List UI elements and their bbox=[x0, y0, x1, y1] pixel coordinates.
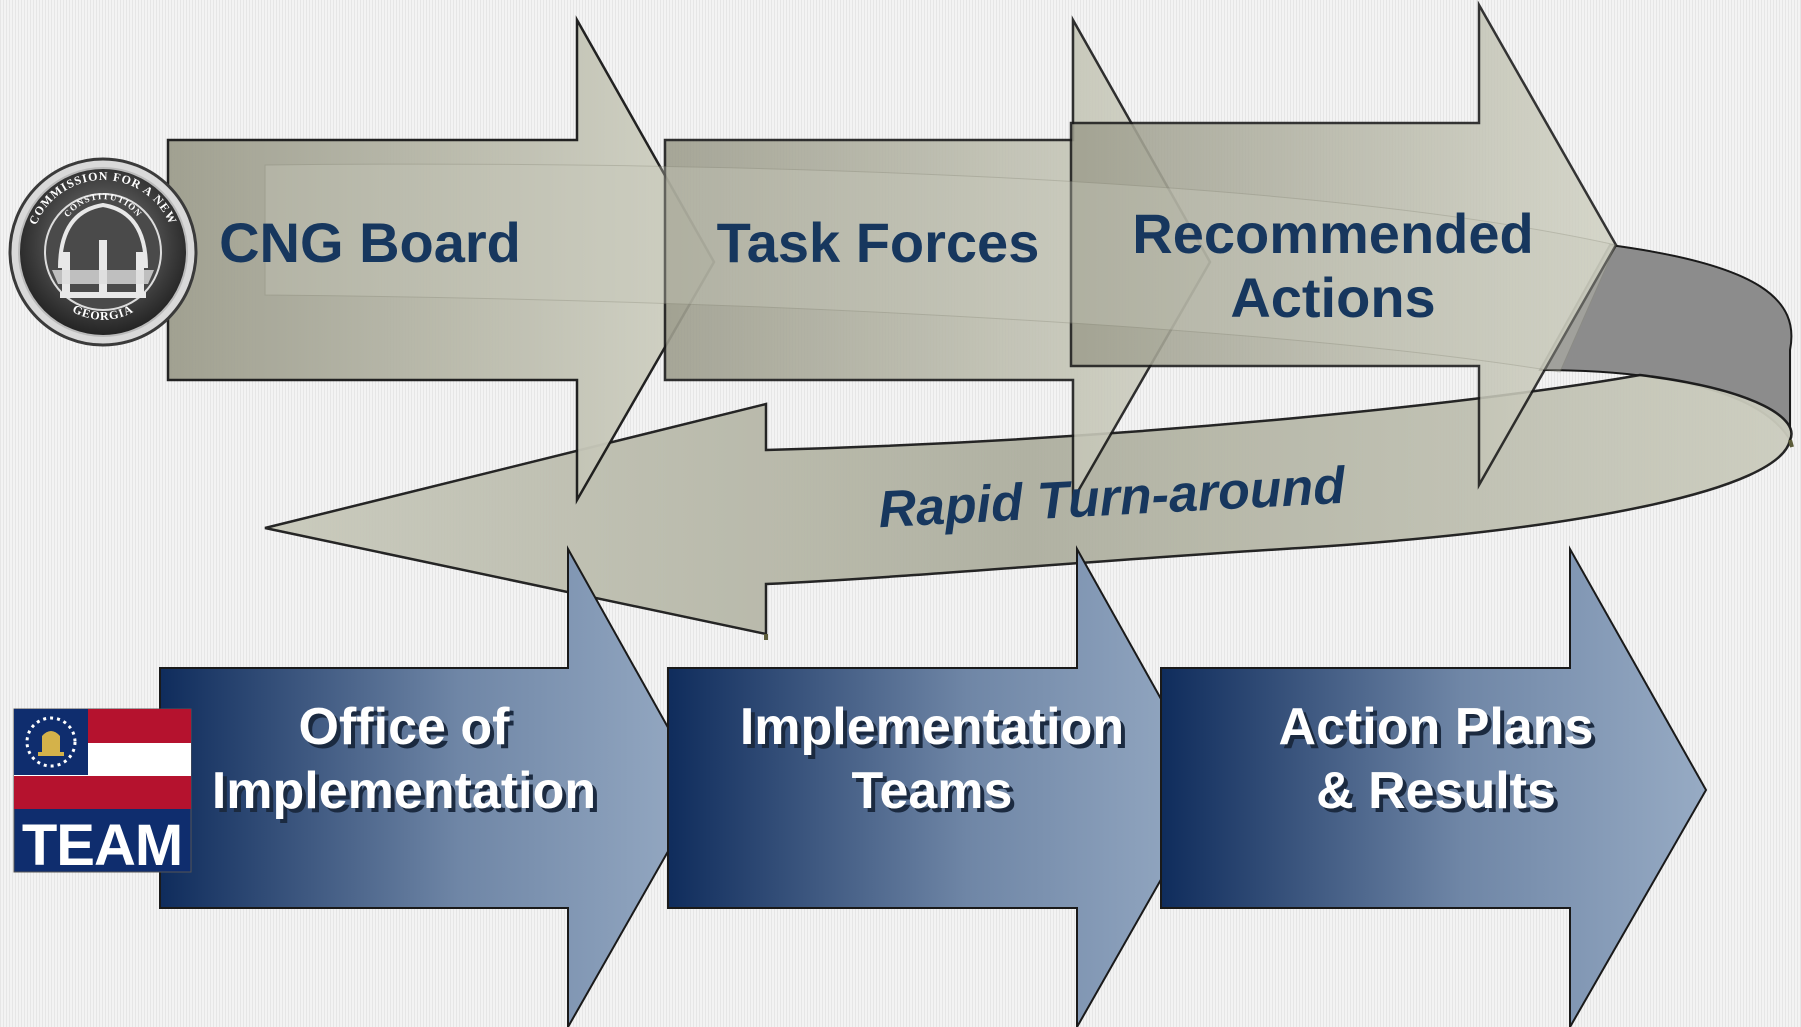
team-label: TEAM bbox=[22, 813, 182, 878]
top-arrow-3 bbox=[1069, 0, 1618, 490]
bottom-arrow-2 bbox=[667, 545, 1214, 1027]
svg-text:Implementation: Implementation bbox=[744, 702, 1128, 760]
svg-text:Office of: Office of bbox=[303, 702, 515, 760]
georgia-flag-icon bbox=[14, 709, 191, 809]
svg-text:Office of: Office of bbox=[299, 698, 511, 756]
loop-arrow bbox=[264, 373, 1793, 636]
loop-band-front bbox=[264, 163, 1617, 373]
loop-arrow-edge bbox=[764, 439, 1794, 640]
bottom-arrow-1 bbox=[159, 545, 705, 1027]
svg-text:Implementation: Implementation bbox=[212, 762, 596, 820]
top-label-2: Task Forces bbox=[717, 211, 1040, 274]
svg-text:Implementation: Implementation bbox=[216, 766, 600, 824]
svg-text:Implementation: Implementation bbox=[740, 698, 1124, 756]
svg-text:Teams: Teams bbox=[852, 762, 1013, 820]
svg-text:GEORGIA: GEORGIA bbox=[70, 302, 135, 323]
svg-text:& Results: & Results bbox=[1320, 766, 1560, 824]
bottom-label-2: Implementation Teams Implementation Team… bbox=[740, 698, 1128, 824]
svg-text:Action Plans: Action Plans bbox=[1283, 702, 1598, 760]
svg-text:Teams: Teams bbox=[856, 766, 1017, 824]
top-arrow-1 bbox=[166, 15, 716, 505]
top-label-3-line1: Recommended bbox=[1132, 202, 1533, 265]
bottom-arrow-3 bbox=[1160, 545, 1708, 1027]
bottom-label-1: Office of Implementation Office of Imple… bbox=[212, 698, 600, 824]
georgia-arch-seal-icon: COMMISSION FOR A NEW GEORGIA CONSTITUTIO… bbox=[8, 157, 198, 347]
svg-text:Action Plans: Action Plans bbox=[1279, 698, 1594, 756]
svg-text:& Results: & Results bbox=[1316, 762, 1556, 820]
top-label-1: CNG Board bbox=[219, 211, 521, 274]
top-label-3-line2: Actions bbox=[1230, 266, 1435, 329]
team-logo: TEAM bbox=[13, 708, 192, 878]
bottom-label-3: Action Plans & Results Action Plans & Re… bbox=[1279, 698, 1598, 824]
